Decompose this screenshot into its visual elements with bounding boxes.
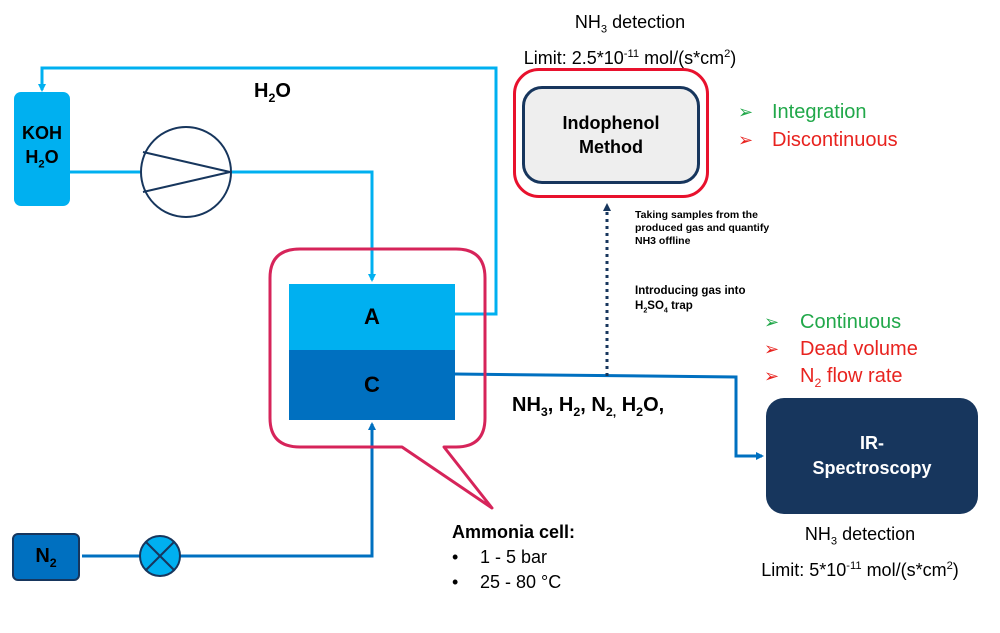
gas-mix-label: NH3, H2, N2, H2O, <box>512 394 665 419</box>
trap-note: Introducing gas into H2SO4 trap <box>635 285 746 315</box>
note-dead-volume: ➢Dead volume <box>764 338 918 360</box>
cell-callout-outline <box>268 247 494 510</box>
indophenol-box: Indophenol Method <box>522 86 700 184</box>
note-continuous: ➢Continuous <box>764 311 902 333</box>
h2o-return-line <box>38 66 498 316</box>
n2-feed-line <box>82 422 376 558</box>
bottom-detection-text: NH3 detection Limit: 5*10-11 mol/(s*cm2) <box>761 524 959 580</box>
ammonia-cell-bullet: •25 - 80 °C <box>452 572 562 592</box>
sampling-note: Taking samples from the produced gas and… <box>635 209 770 247</box>
anode-compartment: A <box>289 284 455 350</box>
ammonia-cell-title: Ammonia cell: <box>452 522 576 542</box>
n2-tank: N2 <box>12 533 80 581</box>
pump-to-anode-line <box>232 170 376 282</box>
ir-spectroscopy-box: IR- Spectroscopy <box>766 398 978 514</box>
note-discontinuous: ➢Discontinuous <box>738 129 898 151</box>
ammonia-cell-bullet: •1 - 5 bar <box>452 547 548 567</box>
koh-tank: KOH H2O <box>14 92 70 206</box>
ammonia-cell-conditions: Ammonia cell: •1 - 5 bar •25 - 80 °C <box>452 520 575 595</box>
h2o-label: H2O <box>254 80 291 105</box>
ir-notes: ➢Continuous ➢Dead volume ➢N2 flow rate <box>764 309 918 397</box>
top-detection-text: NH3 detection Limit: 2.5*10-11 mol/(s*cm… <box>523 12 737 68</box>
cathode-outlet-line <box>454 372 764 460</box>
note-integration: ➢Integration <box>738 101 867 123</box>
indophenol-notes: ➢Integration ➢Discontinuous <box>738 98 898 154</box>
note-n2-flow-rate: ➢N2 flow rate <box>764 365 903 390</box>
indophenol-frame <box>513 68 709 198</box>
pump-icon <box>140 126 232 218</box>
cathode-compartment: C <box>289 350 455 420</box>
